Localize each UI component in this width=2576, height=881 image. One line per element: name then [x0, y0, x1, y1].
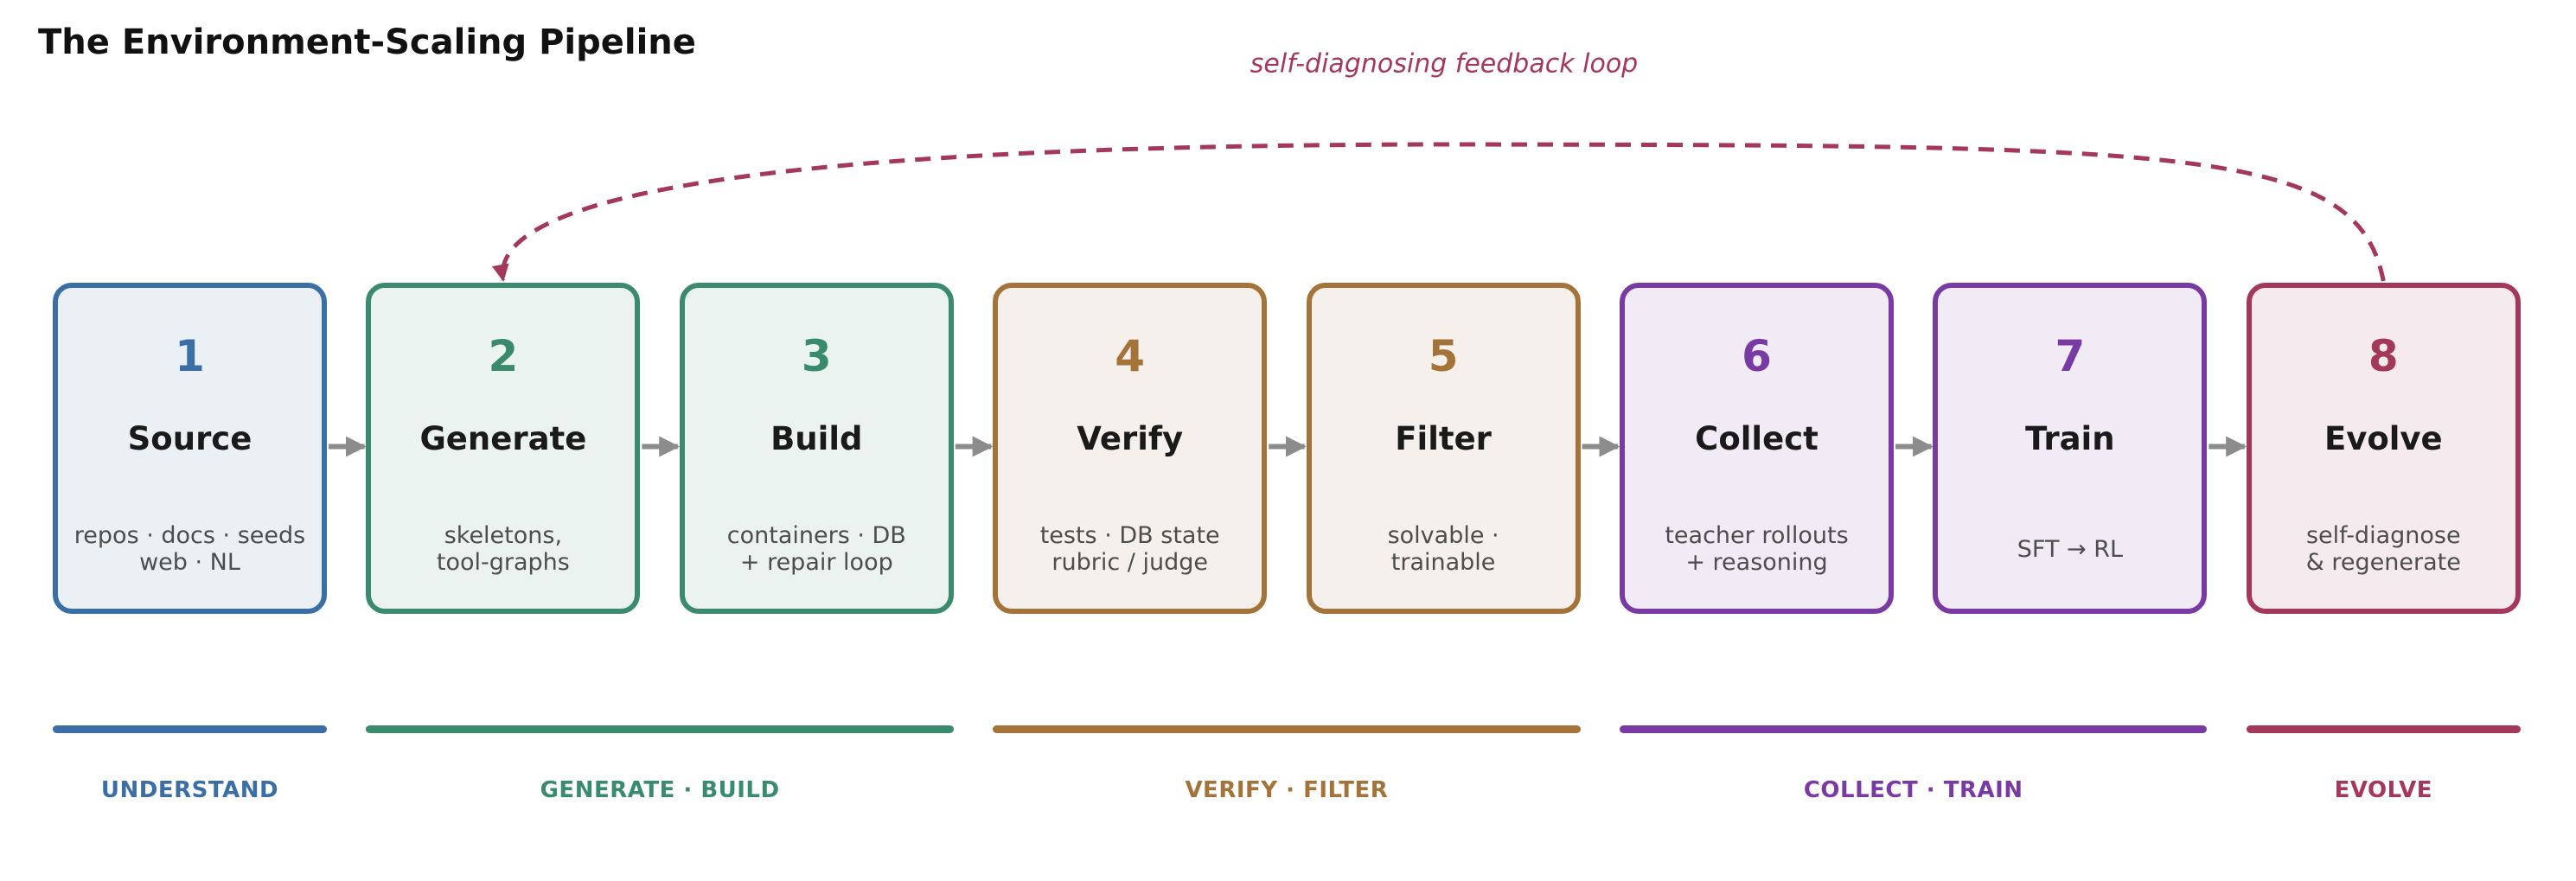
- stage-description: SFT → RL: [2017, 535, 2124, 563]
- stage-number: 2: [488, 331, 519, 381]
- phase-label: COLLECT · TRAIN: [1803, 777, 2023, 803]
- phase-label: UNDERSTAND: [100, 777, 279, 803]
- stage-number: 4: [1115, 331, 1146, 381]
- stage-number: 8: [2368, 331, 2399, 381]
- phase-bar: [53, 725, 327, 733]
- phase-bar: [366, 725, 954, 733]
- feedback-loop-label: self-diagnosing feedback loop: [1250, 48, 1639, 80]
- phase-bar: [2246, 725, 2521, 733]
- stage-number: 7: [2055, 331, 2086, 381]
- stage-name: Verify: [1077, 420, 1184, 457]
- stage-name: Build: [770, 420, 863, 457]
- stage-name: Evolve: [2324, 420, 2443, 457]
- stage-description: repos · docs · seeds web · NL: [74, 522, 306, 576]
- phase-label: VERIFY · FILTER: [1185, 777, 1389, 803]
- stage-description: solvable · trainable: [1387, 522, 1499, 576]
- feedback-loop-arrow: [492, 142, 2386, 282]
- stage-description: self-diagnose & regenerate: [2305, 522, 2461, 576]
- phase-label: EVOLVE: [2334, 777, 2432, 803]
- stage-number: 3: [801, 331, 832, 381]
- stage-number: 5: [1428, 331, 1459, 381]
- phase-bar: [993, 725, 1581, 733]
- stage-number: 6: [1742, 331, 1772, 381]
- diagram-title: The Environment-Scaling Pipeline: [38, 22, 696, 62]
- stage-description: tests · DB state rubric / judge: [1039, 522, 1220, 576]
- stage-name: Filter: [1395, 420, 1492, 457]
- stage-name: Generate: [419, 420, 587, 457]
- stage-number: 1: [175, 331, 205, 381]
- stage-description: teacher rollouts + reasoning: [1665, 522, 1849, 576]
- stage-name: Train: [2025, 420, 2115, 457]
- stage-name: Collect: [1695, 420, 1819, 457]
- phase-label: GENERATE · BUILD: [540, 777, 780, 803]
- stage-name: Source: [127, 420, 252, 457]
- phase-bar: [1620, 725, 2208, 733]
- stage-description: containers · DB + repair loop: [726, 522, 906, 576]
- stage-description: skeletons, tool-graphs: [436, 522, 570, 576]
